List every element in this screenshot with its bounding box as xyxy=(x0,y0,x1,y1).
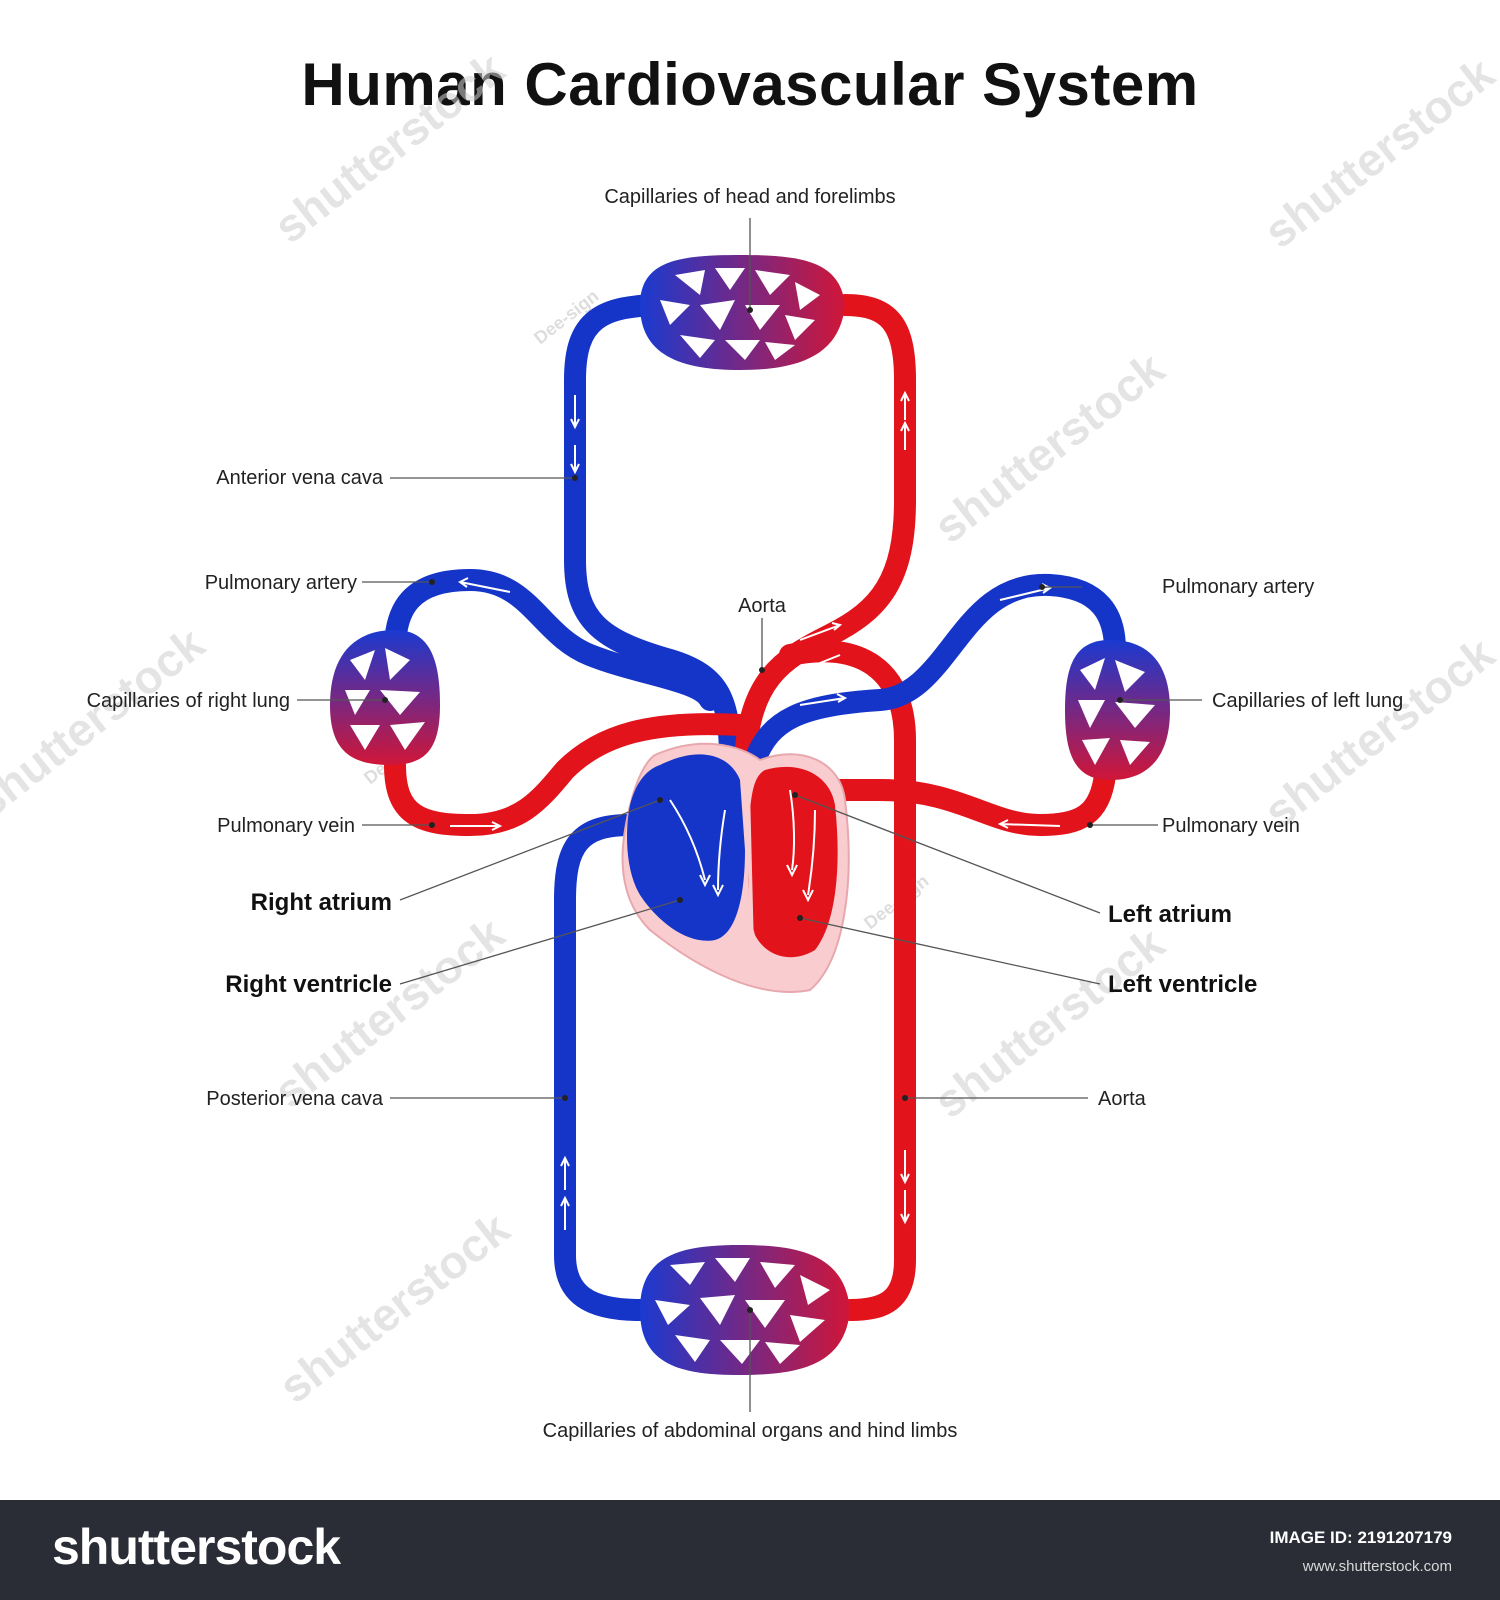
label-capillaries-abdominal: Capillaries of abdominal organs and hind… xyxy=(543,1420,958,1442)
label-posterior-vena-cava: Posterior vena cava xyxy=(206,1088,384,1110)
watermark-text: shutterstock xyxy=(269,1202,519,1413)
leader-lines xyxy=(297,218,1202,1412)
label-aorta-bottom: Aorta xyxy=(1098,1088,1147,1110)
watermark-text: shutterstock xyxy=(0,617,214,828)
label-left-ventricle: Left ventricle xyxy=(1108,971,1257,998)
image-id: IMAGE ID: 2191207179 xyxy=(1269,1528,1452,1547)
label-left-atrium: Left atrium xyxy=(1108,901,1232,928)
label-pulmonary-artery-right: Pulmonary artery xyxy=(205,572,357,594)
capillaries-left-lung-bed xyxy=(1065,640,1170,780)
heart xyxy=(621,742,850,993)
anterior-vena-cava-vessel xyxy=(564,294,741,771)
watermark-text: shutterstock xyxy=(1254,47,1500,258)
footer-url: www.shutterstock.com xyxy=(1302,1558,1452,1575)
flow-arrows xyxy=(450,390,1061,1230)
posterior-vena-cava-vessel xyxy=(554,814,651,1321)
pulmonary-artery-right-lung-vessel xyxy=(384,568,721,711)
watermark-text: shutterstock xyxy=(924,342,1174,553)
capillaries-head-bed xyxy=(640,255,845,370)
label-right-ventricle: Right ventricle xyxy=(225,971,392,998)
watermark-text: shutterstock xyxy=(1254,627,1500,838)
label-capillaries-left-lung: Capillaries of left lung xyxy=(1212,690,1403,712)
watermark-text: shutterstock xyxy=(264,907,514,1118)
label-aorta-top: Aorta xyxy=(738,595,787,617)
leader-dots xyxy=(382,307,1123,1313)
label-pulmonary-artery-left: Pulmonary artery xyxy=(1162,576,1314,598)
capillaries-abdominal-bed xyxy=(640,1245,850,1375)
label-right-atrium: Right atrium xyxy=(251,889,392,916)
label-anterior-vena-cava: Anterior vena cava xyxy=(216,467,384,489)
watermark-text: shutterstock xyxy=(264,42,514,253)
footer-bar: shutterstock IMAGE ID: 2191207179 www.sh… xyxy=(0,1500,1500,1600)
aorta-descending-vessel xyxy=(779,640,916,1321)
aorta-upper-vessel xyxy=(734,294,916,771)
label-pulmonary-vein-right: Pulmonary vein xyxy=(217,815,355,837)
pulmonary-artery-left-lung-vessel xyxy=(744,573,1126,771)
page-title: Human Cardiovascular System xyxy=(301,51,1199,118)
label-capillaries-right-lung: Capillaries of right lung xyxy=(87,690,290,712)
pulmonary-vein-right-lung-vessel xyxy=(384,713,751,837)
label-capillaries-head: Capillaries of head and forelimbs xyxy=(604,186,895,208)
cardiovascular-diagram: shutterstock shutterstock shutterstock s… xyxy=(0,42,1500,1442)
shutterstock-logo: shutterstock xyxy=(52,1519,341,1575)
label-pulmonary-vein-left: Pulmonary vein xyxy=(1162,815,1300,837)
